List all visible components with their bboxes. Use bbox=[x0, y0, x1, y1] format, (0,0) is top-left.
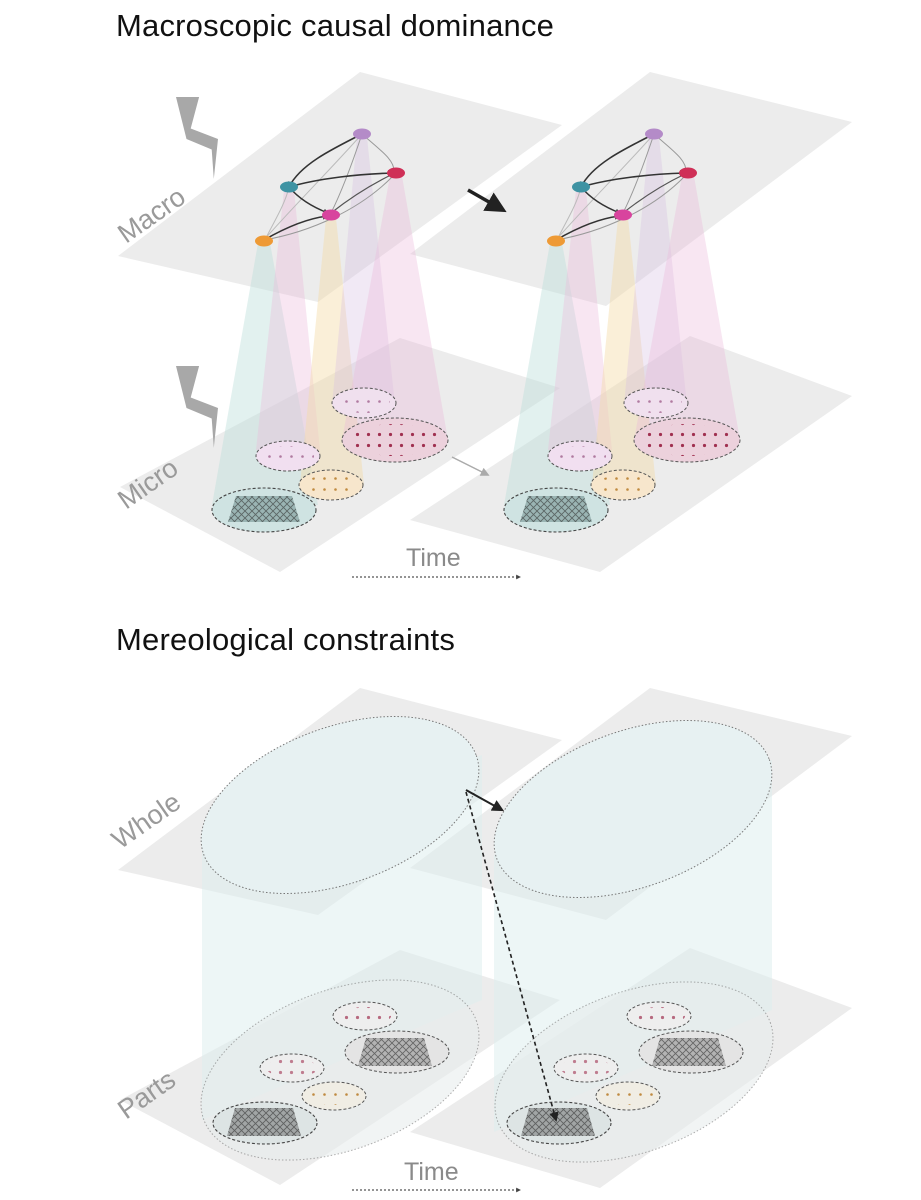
micro-transition-arrow bbox=[451, 456, 490, 476]
time-axis-label: Time bbox=[406, 544, 461, 572]
lightning-bolt-icon bbox=[176, 97, 218, 179]
mereological-constraints-title: Mereological constraints bbox=[116, 622, 456, 657]
lightning-bolt-icon bbox=[176, 366, 218, 448]
macroscopic-causal-dominance-title: Macroscopic causal dominance bbox=[116, 8, 555, 43]
whole-ellipse-t2 bbox=[493, 720, 773, 898]
whole-transition-arrow bbox=[465, 789, 505, 812]
macro-transition-arrow bbox=[467, 188, 507, 213]
whole-ellipse-t1 bbox=[200, 716, 480, 894]
macro-plane-t2 bbox=[410, 72, 852, 306]
macro-plane-t1 bbox=[118, 72, 562, 302]
whole-to-parts-constraint-arrow bbox=[465, 791, 559, 1122]
time-axis-label: Time bbox=[404, 1158, 459, 1186]
